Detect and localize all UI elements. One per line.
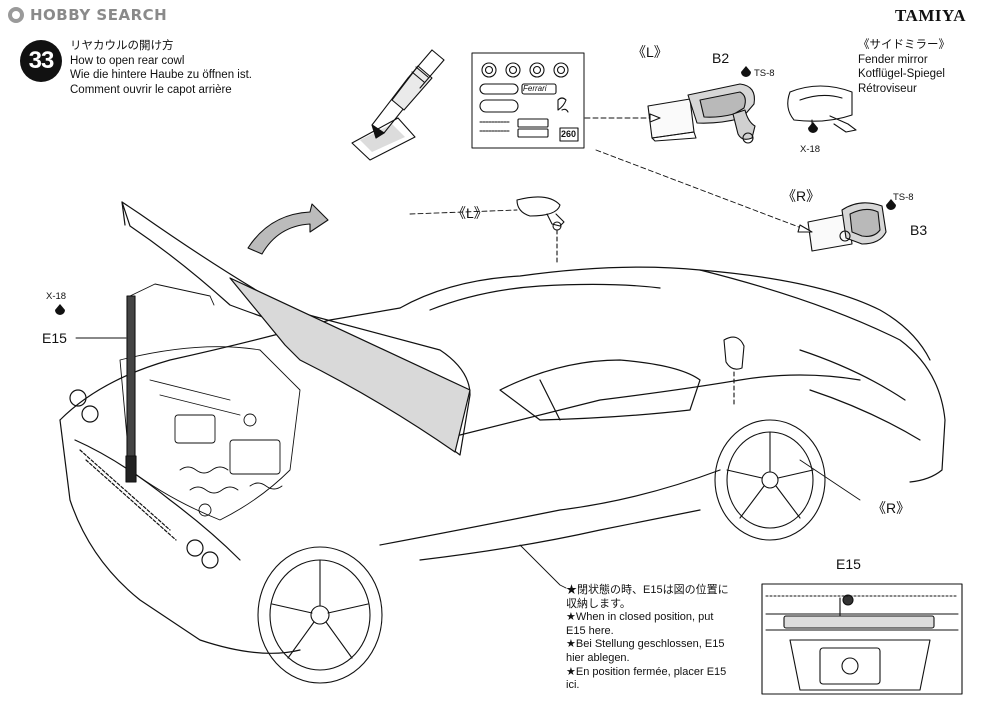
- rear-cowl-open: [121, 201, 471, 456]
- label-inset-e15: E15: [836, 556, 861, 572]
- label-right-mirror: 《R》: [782, 188, 821, 204]
- storage-note-de-2: hier ablegen.: [566, 651, 630, 664]
- fender-mirror-title-en: Fender mirror: [858, 53, 928, 66]
- mirror-b2-assembly: [647, 83, 756, 144]
- watermark-logo-icon: [8, 7, 24, 23]
- front-wheel: [714, 419, 826, 541]
- support-rod-e15: [125, 295, 137, 483]
- storage-note-en-2: E15 here.: [566, 624, 614, 637]
- fender-mirror-title-ja: 《サイドミラー》: [858, 39, 950, 51]
- step-title-fr: Comment ouvrir le capot arrière: [70, 83, 232, 96]
- car-body: [59, 266, 946, 654]
- watermark: HOBBY SEARCH: [8, 6, 167, 24]
- decal-brand-text: Ferrari: [523, 84, 547, 93]
- step-title-de: Wie die hintere Haube zu öffnen ist.: [70, 69, 252, 81]
- label-part-b3: B3: [910, 222, 928, 238]
- step-title: リヤカウルの開け方 How to open rear cowl Wie die …: [70, 39, 252, 97]
- storage-note-fr-1: ★En position fermée, placer E15: [566, 665, 727, 678]
- step-number-badge: 33: [20, 40, 62, 82]
- open-direction-arrow: [247, 203, 329, 255]
- watermark-text: HOBBY SEARCH: [30, 6, 168, 24]
- step-title-ja: リヤカウルの開け方: [70, 40, 174, 52]
- label-left-mirror: 《L》: [632, 44, 668, 60]
- inset-detail-box: [761, 583, 963, 695]
- fender-mirror-title: 《サイドミラー》 Fender mirror Kotflügel-Spiegel…: [858, 38, 950, 96]
- storage-note-en-1: ★When in closed position, put: [566, 611, 714, 624]
- rear-wheel: [257, 546, 383, 684]
- label-part-b2: B2: [712, 50, 730, 66]
- mirror-x18-assembly: [787, 85, 857, 133]
- mirror-b3-assembly: [807, 202, 887, 252]
- mirror-left-small: [516, 196, 565, 263]
- assembly-arrow: [409, 117, 813, 233]
- step-title-en: How to open rear cowl: [70, 54, 185, 67]
- brand-logo: TAMIYA: [894, 6, 966, 25]
- storage-note-ja-1: ★閉状態の時、E15は図の位置に: [566, 584, 729, 596]
- storage-note-de-1: ★Bei Stellung geschlossen, E15: [566, 638, 725, 651]
- engine-bay: [119, 346, 301, 521]
- label-paint-x18-rod: X-18: [46, 291, 67, 302]
- fender-mirror-title-de: Kotflügel-Spiegel: [858, 68, 945, 80]
- label-paint-x18-mirror: X-18: [800, 144, 821, 155]
- label-paint-ts8-b3: TS-8: [893, 192, 914, 203]
- storage-note-ja-2: 収納します。: [566, 597, 631, 610]
- label-paint-ts8-b2: TS-8: [754, 68, 775, 79]
- fender-mirror-title-fr: Rétroviseur: [858, 82, 917, 95]
- storage-note-fr-2: ici.: [566, 679, 580, 692]
- decal-sheet-number: 260: [561, 129, 577, 139]
- label-right-mirror-small: 《R》: [872, 500, 911, 516]
- label-left-mirror-small: 《L》: [452, 205, 488, 221]
- label-part-e15: E15: [42, 330, 67, 346]
- mirror-right-small: [723, 336, 745, 406]
- hobby-knife-icon: [351, 49, 445, 161]
- paint-drop-icon: [55, 66, 896, 315]
- decal-sheet: [471, 52, 585, 149]
- storage-note: ★閉状態の時、E15は図の位置に 収納します。 ★When in closed …: [566, 584, 766, 693]
